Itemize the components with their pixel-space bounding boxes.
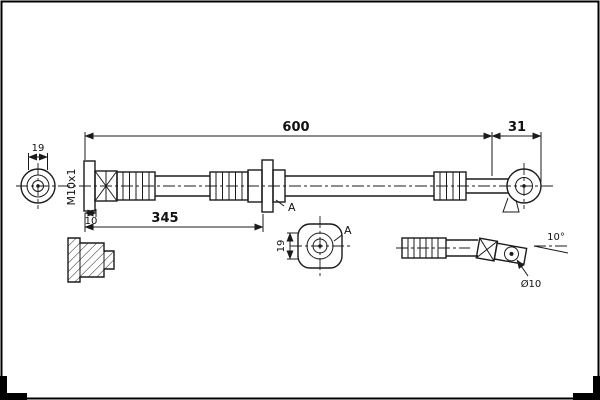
section-view-flange	[290, 216, 350, 276]
corner-mark-bottom-left	[0, 376, 27, 400]
bushing-section-view	[67, 237, 115, 283]
hose-body	[116, 159, 508, 213]
left-flange-front-view	[20, 163, 56, 209]
hose-end-detail	[396, 237, 528, 266]
corner-mark-bottom-right	[573, 376, 600, 400]
dim-mid-length: 345	[84, 211, 264, 232]
dim-section-width: 19	[276, 232, 298, 260]
dim-eye-diameter-label: Ø10	[521, 278, 542, 290]
thread-spec-label: M10x1	[65, 169, 78, 206]
section-marker-main-label: A	[288, 201, 296, 214]
section-marker-view-label: A	[344, 224, 352, 237]
dim-bracket-thickness-label: 10	[85, 216, 98, 227]
dim-left-flange-label: 19	[32, 143, 45, 154]
dim-eye-diameter: Ø10	[516, 259, 542, 290]
dim-total-length-label: 600	[282, 120, 309, 135]
dim-left-flange-width: 19	[28, 143, 48, 170]
dim-end-angle: 10°	[533, 232, 569, 254]
dim-end-offset: 31	[491, 120, 542, 182]
dim-end-offset-label: 31	[508, 120, 526, 135]
dim-bracket-thickness: 10	[84, 209, 98, 227]
dim-section-width-label: 19	[276, 240, 287, 253]
section-marker-main: A	[275, 199, 296, 214]
section-marker-view: A	[333, 224, 352, 242]
dim-end-angle-label: 10°	[547, 232, 565, 243]
dim-mid-length-label: 345	[151, 211, 178, 226]
banjo-fitting	[502, 163, 542, 213]
